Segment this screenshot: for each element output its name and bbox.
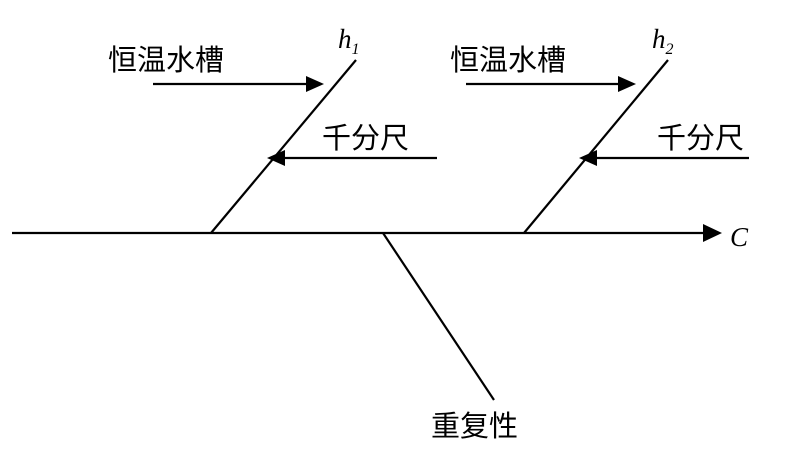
spine-arrowhead — [703, 224, 722, 242]
cause-micrometer-arrowhead — [267, 150, 285, 166]
cause-thermostatic-bath-arrowhead — [306, 76, 324, 92]
bone-repeatability — [382, 232, 495, 401]
cause-thermostatic-bath-label: 恒温水槽 — [108, 43, 224, 77]
cause-thermostatic-bath-2-arrowhead — [618, 76, 636, 92]
cause-micrometer-label: 千分尺 — [322, 121, 409, 155]
effect-label: C — [730, 222, 749, 252]
cause-micrometer-2-label: 千分尺 — [657, 121, 744, 155]
cause-thermostatic-bath-2-label: 恒温水槽 — [450, 43, 566, 77]
bone-repeatability-label: 重复性 — [431, 409, 518, 443]
bone-h2-label: h2 — [652, 24, 674, 58]
bone-h1-label: h1 — [338, 24, 360, 58]
cause-micrometer-2-arrowhead — [579, 150, 597, 166]
bone-h1 — [210, 59, 357, 234]
bone-h2 — [523, 59, 669, 234]
